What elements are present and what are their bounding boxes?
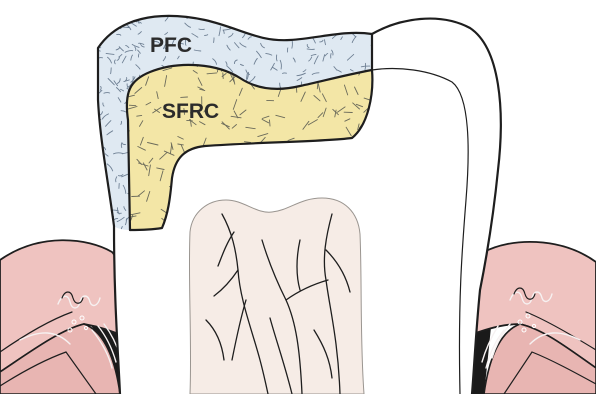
pfc-particle: [126, 13, 133, 16]
pfc-particle: [322, 21, 323, 24]
pfc-particle: [334, 17, 337, 18]
sfrc-fiber: [129, 105, 136, 106]
pfc-particle: [104, 176, 105, 180]
pfc-particle: [359, 21, 363, 26]
pfc-particle: [366, 10, 369, 14]
pfc-particle: [333, 21, 338, 27]
pfc-particle: [98, 187, 102, 188]
pfc-particle: [108, 25, 109, 34]
pfc-particle: [283, 73, 287, 74]
pfc-particle: [111, 20, 112, 26]
pfc-particle: [371, 30, 376, 31]
sfrc-label: SFRC: [162, 100, 219, 123]
pfc-particle: [97, 187, 100, 192]
pfc-particle: [172, 10, 175, 12]
pfc-particle: [306, 11, 313, 14]
pfc-particle: [144, 11, 146, 13]
pfc-particle: [97, 204, 104, 210]
pfc-particle: [330, 22, 335, 24]
pfc-particle: [270, 20, 272, 24]
pfc-particle: [98, 197, 102, 200]
pfc-particle: [97, 26, 101, 27]
pfc-particle: [94, 180, 98, 184]
pfc-particle: [113, 15, 118, 18]
pfc-particle: [106, 218, 107, 226]
pfc-particle: [263, 25, 267, 28]
pfc-particle: [311, 25, 314, 29]
pfc-particle: [377, 17, 378, 25]
pfc-particle: [257, 18, 262, 21]
pfc-particle: [127, 12, 132, 18]
pfc-particle: [312, 16, 313, 21]
pfc-particle: [133, 14, 141, 16]
pfc-particle: [317, 24, 320, 26]
pfc-particle: [282, 27, 286, 31]
pfc-particle: [96, 230, 101, 235]
pfc-particle: [276, 34, 278, 37]
pfc-particle: [99, 209, 105, 210]
pfc-particle: [135, 11, 138, 16]
pfc-particle: [292, 40, 293, 48]
sfrc-fiber: [270, 120, 271, 126]
pfc-label: PFC: [150, 34, 192, 57]
pfc-particle: [105, 18, 106, 27]
pfc-particle: [280, 30, 285, 33]
pfc-particle: [374, 12, 377, 16]
pfc-particle: [263, 10, 266, 13]
pfc-particle: [93, 136, 98, 138]
pfc-particle: [98, 171, 103, 176]
pfc-particle: [273, 29, 278, 31]
pfc-particle: [235, 22, 236, 27]
pfc-particle: [307, 49, 314, 50]
pfc-particle: [229, 12, 232, 14]
pfc-particle: [122, 14, 125, 17]
pfc-particle: [324, 23, 330, 26]
pfc-particle: [106, 15, 107, 18]
pfc-particle: [294, 15, 302, 16]
